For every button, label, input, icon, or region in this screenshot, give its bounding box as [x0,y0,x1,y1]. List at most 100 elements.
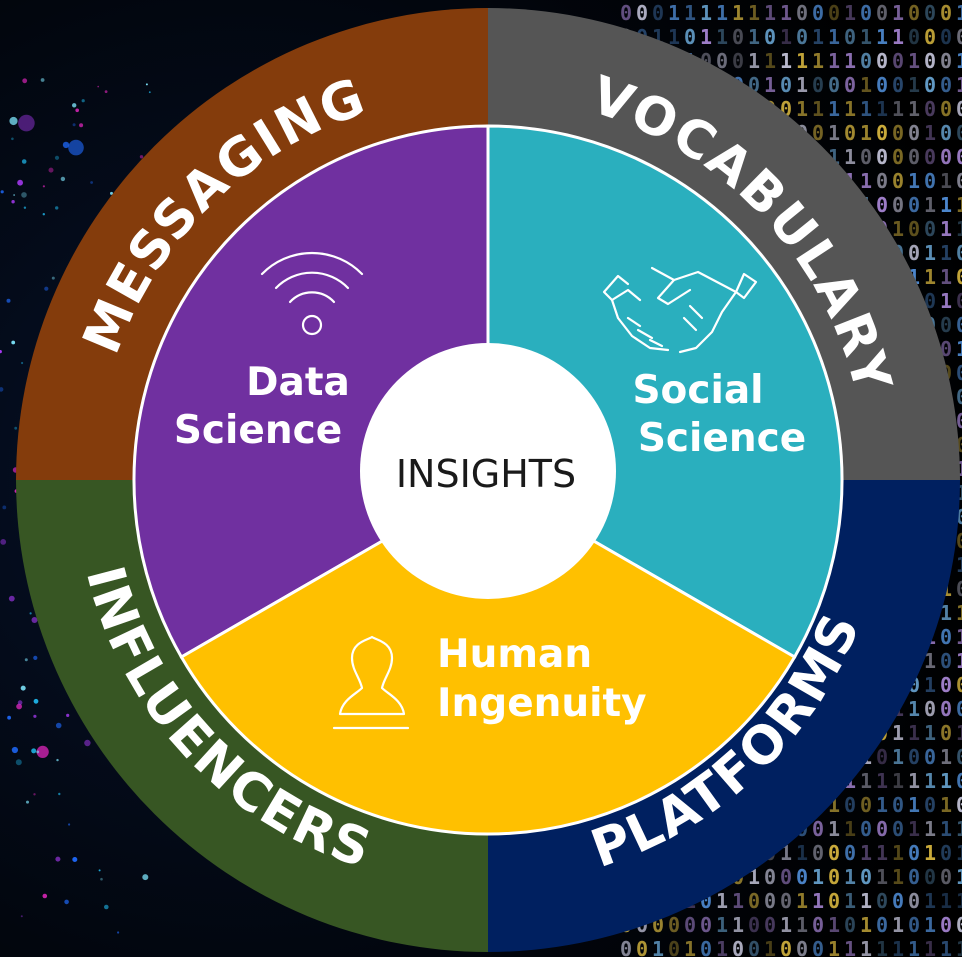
binary-digit: 1 [844,889,856,913]
binary-digit: 0 [956,529,962,553]
binary-digit: 1 [956,817,962,841]
binary-digit: 0 [876,169,888,193]
binary-digit: 1 [940,289,952,313]
binary-digit: 0 [812,121,824,145]
bokeh-dot [68,823,71,826]
binary-digit: 1 [812,97,824,121]
binary-digit: 0 [956,505,962,529]
binary-digit: 0 [924,49,936,73]
bokeh-dot [90,181,93,184]
binary-digit: 0 [620,937,632,957]
binary-digit: 1 [812,49,824,73]
binary-digit: 0 [892,193,904,217]
bokeh-dot [40,78,45,82]
binary-digit: 1 [748,1,760,25]
binary-digit: 0 [956,97,962,121]
binary-digit: 1 [908,73,920,97]
binary-digit: 1 [652,937,664,957]
binary-digit: 1 [908,937,920,957]
binary-digit: 0 [940,25,952,49]
bokeh-dot [42,213,45,216]
binary-digit: 0 [876,145,888,169]
handshake-icon [602,266,758,354]
bokeh-dot [142,874,149,881]
binary-digit: 1 [924,721,936,745]
binary-digit: 0 [908,913,920,937]
binary-digit: 1 [876,865,888,889]
bokeh-dot [8,595,15,602]
binary-digit: 0 [844,73,856,97]
binary-digit: 0 [876,73,888,97]
binary-digit: 1 [956,865,962,889]
binary-digit: 1 [892,769,904,793]
bokeh-dot [21,361,24,365]
bokeh-dot [6,298,11,303]
segment-human-ingenuity [179,478,797,836]
binary-digit: 0 [812,841,824,865]
bokeh-dot [148,91,151,94]
binary-digit: 1 [812,889,824,913]
binary-digit: 1 [956,217,962,241]
binary-digit: 0 [860,145,872,169]
bokeh-dot [15,759,22,766]
binary-digit: 0 [940,649,952,673]
bokeh-dot [33,698,39,704]
binary-digit: 0 [876,193,888,217]
binary-digit: 1 [716,913,728,937]
binary-digit: 1 [812,865,824,889]
bokeh-dot [26,800,29,804]
binary-digit: 1 [924,265,936,289]
person-icon [332,635,410,730]
bokeh-dot [21,159,27,164]
binary-digit: 1 [844,49,856,73]
binary-digit: 0 [892,145,904,169]
binary-digit: 1 [940,217,952,241]
binary-digit: 1 [908,793,920,817]
binary-digit: 0 [940,865,952,889]
binary-digit: 1 [956,937,962,957]
binary-digit: 1 [860,913,872,937]
binary-digit: 0 [956,697,962,721]
binary-digit: 1 [844,97,856,121]
bokeh-dot [0,350,2,354]
binary-digit: 1 [668,25,680,49]
binary-digit: 0 [908,193,920,217]
bokeh-dot [18,114,35,132]
binary-digit: 1 [956,889,962,913]
binary-digit: 0 [892,121,904,145]
bokeh-dot [79,123,84,128]
binary-digit: 0 [828,865,840,889]
bokeh-dot [104,90,108,93]
bokeh-dot [55,206,59,210]
binary-digit: 0 [700,913,712,937]
binary-digit: 0 [956,241,962,265]
binary-digit: 1 [924,241,936,265]
binary-digit: 1 [860,121,872,145]
bokeh-dot [72,103,77,108]
binary-digit: 0 [908,25,920,49]
binary-digit: 0 [908,121,920,145]
binary-digit: 1 [796,97,808,121]
binary-digit: 1 [956,721,962,745]
bokeh-dot [22,78,28,84]
binary-digit: 1 [764,73,776,97]
bokeh-dot [31,748,37,754]
segment-label-data: Data [246,360,350,405]
segment-label-social-science-2: Science [638,416,806,461]
binary-digit: 1 [780,49,792,73]
binary-digit: 0 [876,745,888,769]
binary-digit: 1 [956,193,962,217]
binary-digit: 0 [844,841,856,865]
binary-digit: 0 [748,913,760,937]
binary-digit: 0 [956,793,962,817]
binary-digit: 0 [940,673,952,697]
binary-digit: 0 [684,913,696,937]
bokeh-dot [13,194,15,196]
binary-digit: 0 [940,697,952,721]
bokeh-dot [62,141,70,149]
binary-digit: 1 [700,25,712,49]
binary-digit: 1 [892,865,904,889]
binary-digit: 1 [732,913,744,937]
bokeh-dot [100,877,103,881]
binary-digit: 1 [860,769,872,793]
